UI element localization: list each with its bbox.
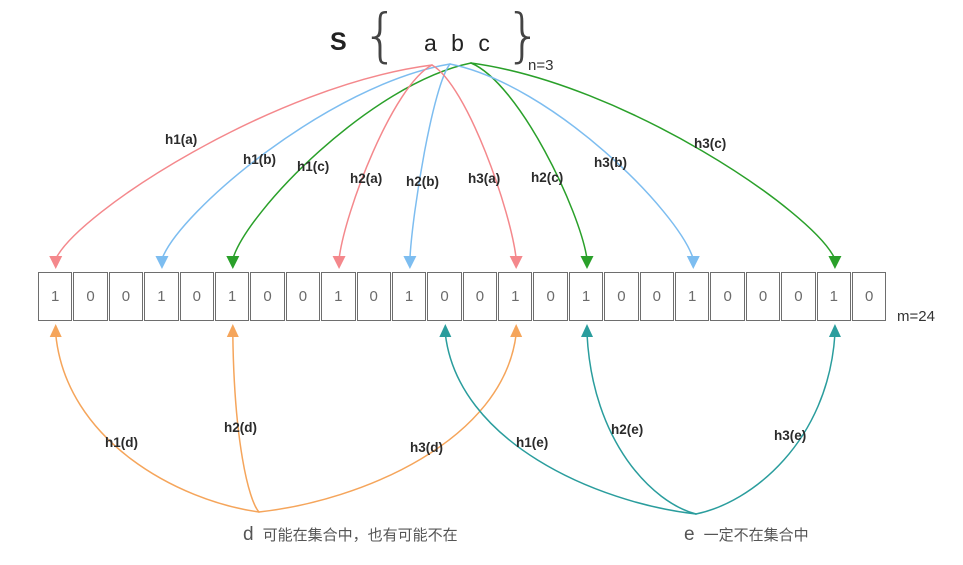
bit-cell: 1 (816, 272, 851, 321)
hash-label-h3b: h3(b) (594, 155, 627, 170)
m-label: m=24 (897, 308, 935, 325)
hash-label-h1b: h1(b) (243, 152, 276, 167)
bit-cell: 1 (498, 272, 533, 321)
insert-curve-group (49, 62, 842, 269)
bit-cell: 0 (356, 272, 391, 321)
hash-label-h2e: h2(e) (611, 422, 644, 437)
brace-close-icon: } (505, 1, 542, 69)
bit-cell: 0 (179, 272, 214, 321)
conclusion-key-e: e (684, 524, 695, 545)
conclusion-key-d: d (243, 524, 254, 545)
bit-cell: 0 (427, 272, 462, 321)
hash-label-h3e: h3(e) (774, 428, 807, 443)
conclusion-e: e 一定不在集合中 (684, 524, 809, 546)
bit-cell: 1 (391, 272, 427, 321)
hash-label-h1c: h1(c) (297, 159, 330, 174)
hash-label-h1e: h1(e) (516, 435, 549, 450)
bit-cell: 1 (144, 272, 179, 321)
bit-cell: 1 (675, 272, 710, 321)
hash-label-h2a: h2(a) (350, 171, 383, 186)
bit-cell: 0 (745, 272, 781, 321)
bit-cell: 0 (851, 272, 887, 321)
hash-label-h1a: h1(a) (165, 132, 198, 147)
brace-open-icon: { (362, 1, 399, 69)
hash-label-h2d: h2(d) (224, 420, 257, 435)
bit-cell: 1 (214, 272, 250, 321)
n-label: n=3 (528, 57, 554, 74)
conclusion-text-e: 一定不在集合中 (703, 527, 809, 544)
bit-cell: 1 (568, 272, 604, 321)
bit-cell: 0 (710, 272, 745, 321)
bit-cell: 0 (285, 272, 321, 321)
bit-cell: 0 (781, 272, 816, 321)
bit-cell: 1 (38, 272, 73, 321)
hash-label-h3a: h3(a) (468, 171, 501, 186)
hash-label-h2b: h2(b) (406, 174, 439, 189)
set-symbol: S (330, 28, 347, 56)
hash-label-h3d: h3(d) (410, 440, 443, 455)
conclusion-d: d 可能在集合中，也有可能不在 (243, 524, 458, 546)
set-elements: a b c (424, 30, 494, 56)
bit-cell: 0 (73, 272, 108, 321)
bit-cell: 0 (639, 272, 675, 321)
bit-cell: 0 (604, 272, 639, 321)
bit-cell: 0 (108, 272, 144, 321)
bit-cell: 0 (533, 272, 568, 321)
conclusion-text-d: 可能在集合中，也有可能不在 (262, 527, 458, 544)
bit-cell: 0 (462, 272, 498, 321)
bit-cell: 1 (321, 272, 356, 321)
hash-label-h3c: h3(c) (694, 136, 727, 151)
hash-label-h2c: h2(c) (531, 170, 564, 185)
hash-label-h1d: h1(d) (105, 435, 138, 450)
query-curve-group (49, 324, 841, 515)
bit-cell: 0 (250, 272, 285, 321)
